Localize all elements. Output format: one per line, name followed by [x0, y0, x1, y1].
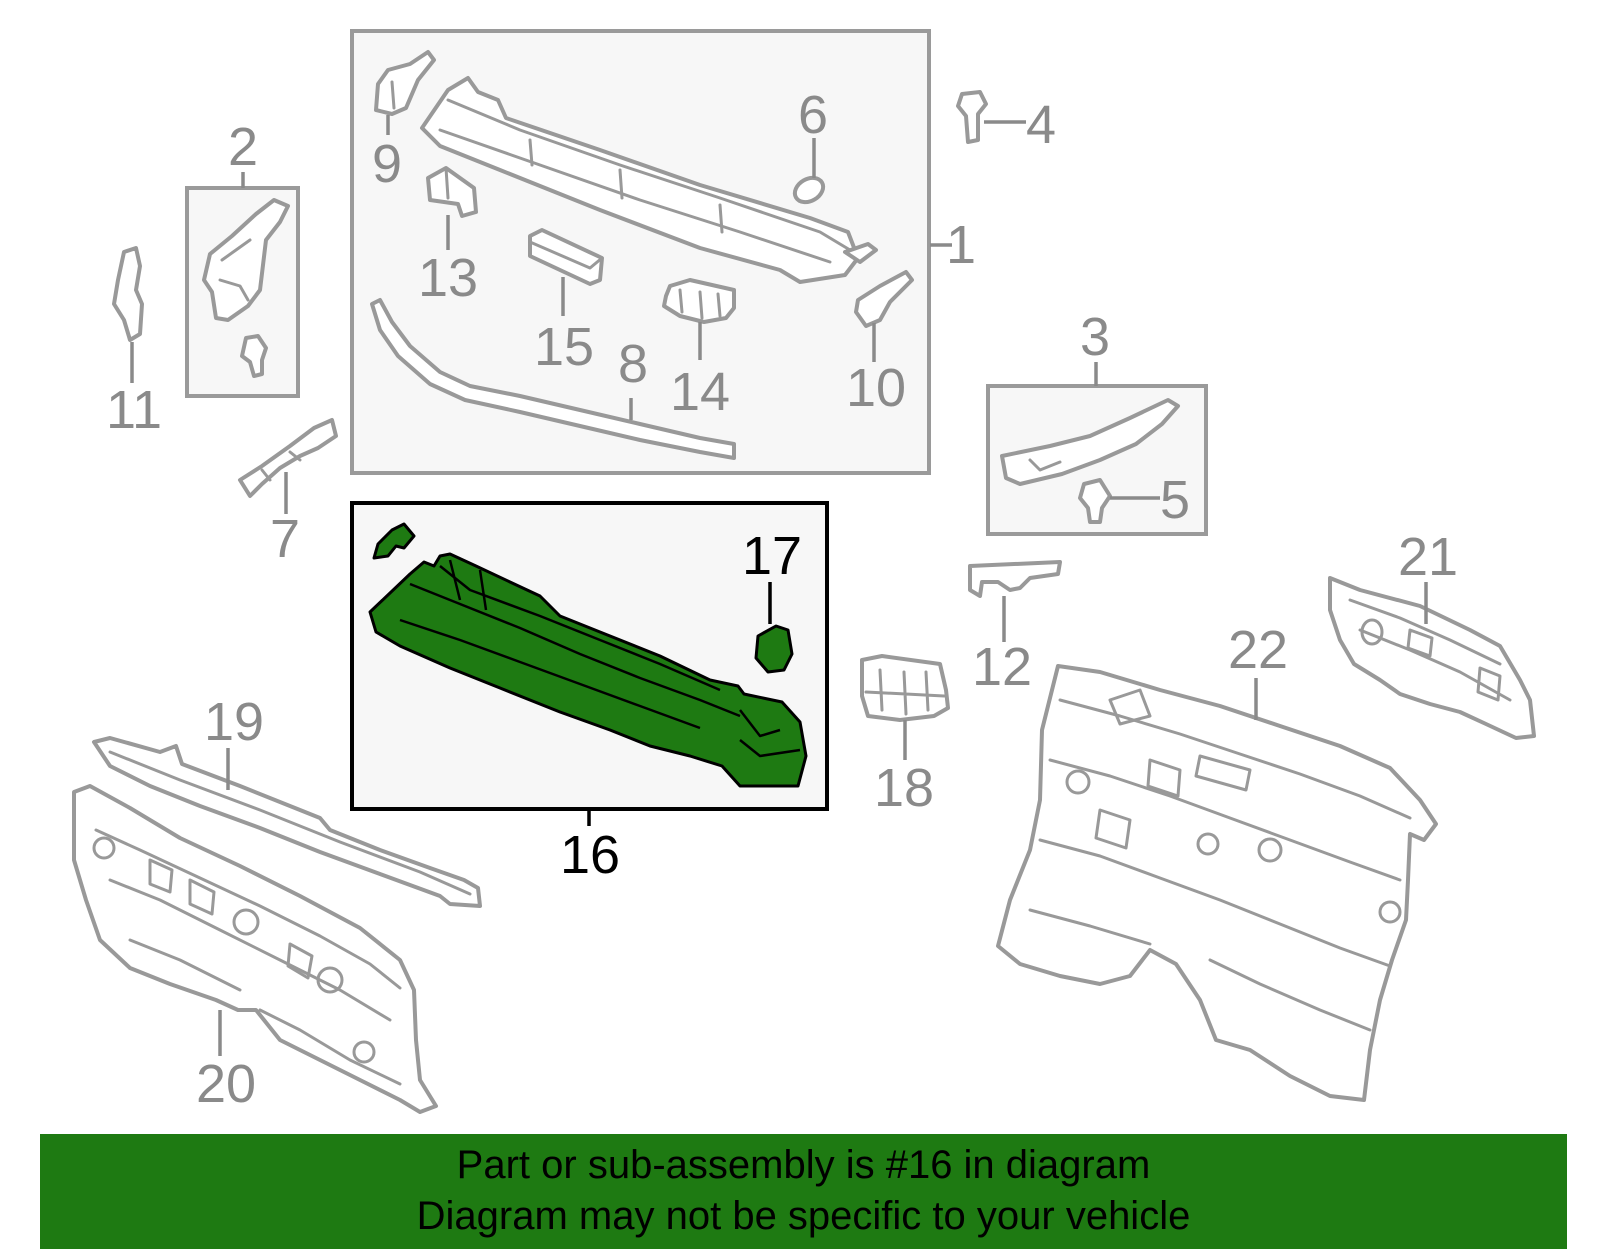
part-8-weatherstrip[interactable]	[370, 298, 736, 460]
part-19-panel[interactable]	[92, 736, 482, 908]
part-11-bracket[interactable]	[112, 246, 144, 342]
part-1-cowl-top[interactable]	[420, 76, 878, 284]
assembly-box-3	[986, 362, 1208, 536]
banner-line-1: Part or sub-assembly is #16 in diagram	[456, 1143, 1151, 1187]
callout-2[interactable]: 2	[228, 117, 258, 177]
callout-10[interactable]: 10	[846, 358, 906, 418]
part-12-bracket[interactable]	[968, 560, 1062, 598]
callout-3[interactable]: 3	[1080, 307, 1110, 367]
notice-banner: Part or sub-assembly is #16 in diagram D…	[40, 1134, 1567, 1249]
callout-22[interactable]: 22	[1228, 620, 1288, 680]
callout-13[interactable]: 13	[418, 248, 478, 308]
assembly-box-2	[185, 172, 300, 398]
part-18-bracket[interactable]	[860, 654, 950, 722]
part-9-bracket[interactable]	[374, 50, 436, 116]
part-21-insulator[interactable]	[1328, 576, 1536, 740]
callout-7[interactable]: 7	[270, 509, 300, 569]
part-15-seal[interactable]	[528, 228, 604, 286]
part-7-bracket[interactable]	[238, 418, 338, 498]
callout-1[interactable]: 1	[946, 215, 976, 275]
part-22-dash-panel[interactable]	[996, 664, 1438, 1102]
assembly-box-1	[350, 29, 952, 475]
callout-19[interactable]: 19	[204, 692, 264, 752]
callout-17[interactable]: 17	[742, 526, 802, 586]
part-16-cowl-panel[interactable]	[368, 522, 808, 788]
callout-18[interactable]: 18	[874, 758, 934, 818]
callout-15[interactable]: 15	[534, 317, 594, 377]
callout-11[interactable]: 11	[106, 380, 162, 440]
callout-12[interactable]: 12	[972, 637, 1032, 697]
part-2-bracket[interactable]	[202, 198, 290, 378]
callout-14[interactable]: 14	[670, 362, 730, 422]
callout-4[interactable]: 4	[1026, 95, 1056, 155]
banner-line-2: Diagram may not be specific to your vehi…	[416, 1194, 1191, 1238]
part-10-bracket[interactable]	[854, 270, 914, 328]
part-13-bracket[interactable]	[426, 166, 478, 218]
part-14-bracket[interactable]	[662, 278, 736, 324]
callout-6[interactable]: 6	[798, 85, 828, 145]
callout-5[interactable]: 5	[1160, 470, 1190, 530]
part-17-clip[interactable]	[754, 624, 794, 674]
part-3-bracket[interactable]	[1000, 398, 1180, 524]
part-4-bolt[interactable]	[956, 90, 988, 144]
callout-20[interactable]: 20	[196, 1054, 256, 1114]
callout-21[interactable]: 21	[1398, 527, 1458, 587]
assembly-box-16	[350, 501, 829, 826]
callout-9[interactable]: 9	[372, 134, 402, 194]
part-6-grommet[interactable]	[791, 173, 828, 207]
callout-8[interactable]: 8	[618, 334, 648, 394]
callout-16[interactable]: 16	[560, 825, 620, 885]
part-20-dash-panel[interactable]	[72, 784, 438, 1114]
